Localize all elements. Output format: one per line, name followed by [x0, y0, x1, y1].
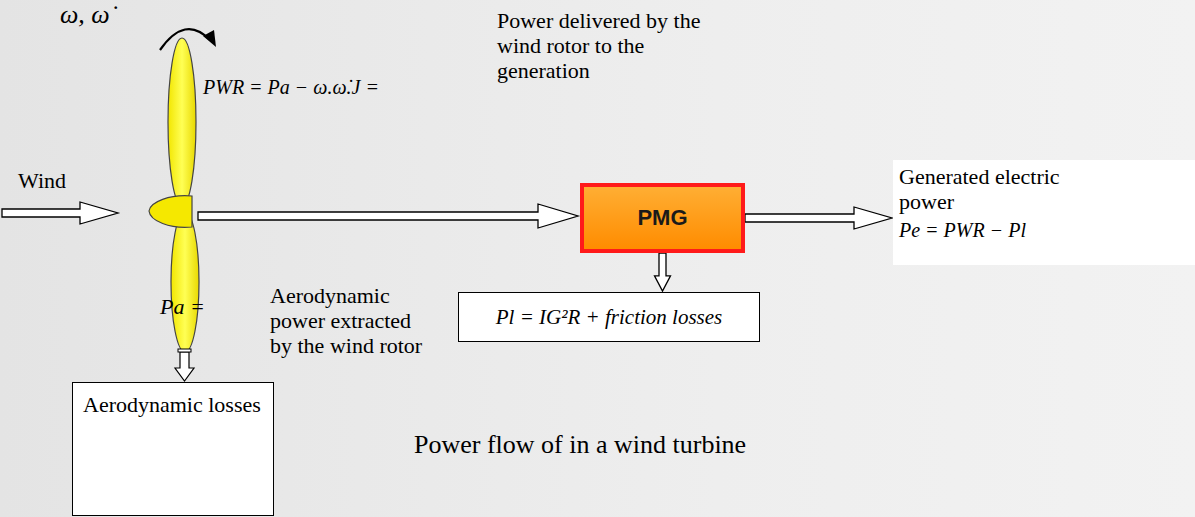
generator-name: PMG [637, 205, 687, 231]
output-power-formula: Pe = PWR − Pl [899, 218, 1189, 242]
aerodynamic-loss-text: Aerodynamic losses [83, 391, 263, 418]
rotor-blade [168, 38, 196, 206]
generator-loss-box: Pl = IG²R + friction losses [458, 292, 760, 342]
rotor-hub [149, 196, 192, 228]
wind-arrow [2, 202, 118, 224]
aerodynamic-power-description: Aerodynamic power extracted by the wind … [270, 283, 430, 358]
shaft-power-arrow [198, 204, 578, 228]
rotation-arrowhead [203, 30, 216, 47]
loss-arrow-cap [178, 349, 191, 352]
rotation-arrow [160, 29, 210, 50]
rotor-speed-symbols: ω, ω̇ [60, 0, 110, 30]
loss-arrow [175, 352, 194, 381]
loss-formula: Pl = IG²R + friction losses [496, 305, 723, 330]
wind-label: Wind [18, 168, 66, 194]
figure-caption: Power flow of in a wind turbine [414, 430, 746, 460]
generator-box: PMG [580, 183, 745, 253]
rotor-power-formula: PWR = Pa − ω.ω̇.J = [203, 76, 379, 99]
rotor-blade [171, 212, 199, 352]
output-power-text: Generated electric power [899, 164, 1114, 214]
output-power-box: Generated electric power Pe = PWR − Pl [893, 160, 1195, 265]
aerodynamic-loss-box: Aerodynamic losses [72, 382, 274, 516]
aerodynamic-power-symbol: Pa = [160, 294, 205, 320]
power-flow-arrow [655, 253, 671, 291]
rotor-power-description: Power delivered by the wind rotor to the… [497, 8, 737, 83]
power-flow-arrow [745, 207, 892, 229]
